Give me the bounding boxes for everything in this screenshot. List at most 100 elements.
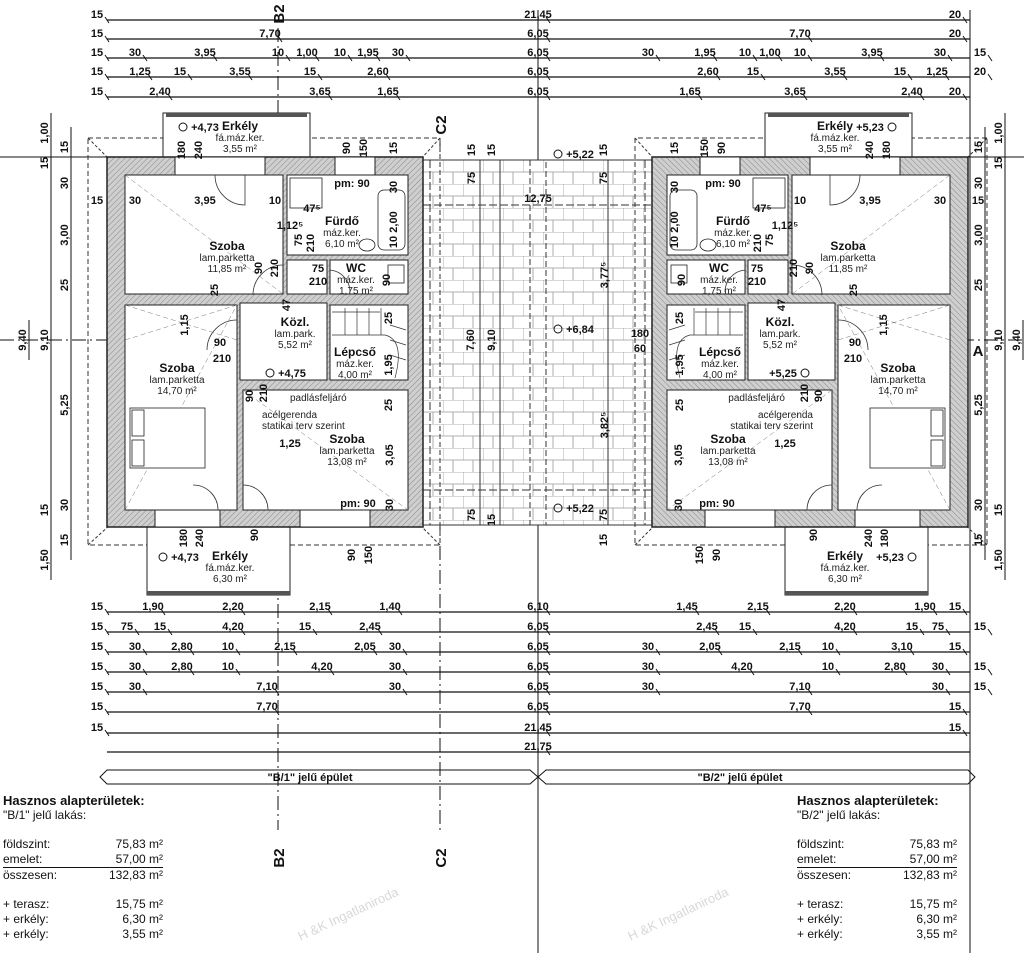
bottom-dim-label: 7,70	[256, 701, 277, 713]
area-row: földszint:75,83 m²	[797, 837, 957, 852]
right-middle-dim-label: 1,50	[993, 549, 1005, 570]
inner-dim-label: 25	[848, 284, 860, 296]
area-label: + erkély:	[797, 927, 843, 941]
plan-note: statikai terv szerint	[262, 421, 345, 432]
section-mark-c2-top: C2	[433, 115, 450, 134]
bottom-dim-label: 10	[222, 641, 234, 653]
right-inner-dim-label: 25	[973, 279, 985, 291]
inner-dim-label: 180	[879, 529, 891, 547]
top-dim-tick	[545, 73, 551, 81]
top-dim-label: 30	[129, 47, 141, 59]
inner-dim-label: 210	[213, 353, 231, 365]
area-row: + erkély:6,30 m²	[3, 912, 163, 927]
room-finish: lam.parketta	[199, 253, 254, 264]
inner-dim-label: 90	[346, 549, 358, 561]
inner-dim-label: 180	[881, 141, 893, 159]
inner-dim-label: 210	[309, 276, 327, 288]
inner-dim-label: 150	[358, 139, 370, 157]
top-dim-label: 15	[91, 66, 103, 78]
building-band-b1	[99, 769, 539, 785]
center-dim-label: 60	[634, 343, 646, 355]
right-outer-dim-label: 9,40	[1011, 329, 1023, 350]
inner-dim-label: 90	[341, 142, 353, 154]
top-dim-label: 20	[949, 86, 961, 98]
bottom-dim-label: 4,20	[311, 661, 332, 673]
bottom-dim-label: 7,10	[789, 681, 810, 693]
inner-dim-label: 240	[193, 141, 205, 159]
top-dim-label: 20	[949, 9, 961, 21]
building-label-b2: "B/2" jelű épület	[697, 772, 782, 784]
section-mark-b2-top: B2	[271, 4, 288, 23]
center-dim-label: 3,82⁵	[599, 412, 611, 439]
section-mark-c2-bottom: C2	[433, 848, 450, 867]
area-label: összesen:	[3, 868, 58, 882]
bottom-dim-tick	[655, 688, 661, 696]
inner-dim-label: 90	[249, 529, 261, 541]
inner-dim-label: 30	[388, 181, 400, 193]
room-area: 13,08 m²	[327, 457, 367, 468]
inner-dim-label: 210	[269, 259, 281, 277]
bottom-dim-label: 15	[91, 601, 103, 613]
top-dim-tick	[987, 73, 993, 81]
bottom-dim-label: 2,80	[171, 641, 192, 653]
top-dim-tick	[962, 35, 968, 43]
plan-note: pm: 90	[340, 498, 375, 510]
top-dim-tick	[545, 16, 551, 24]
top-dim-tick	[187, 73, 193, 81]
top-dim-label: 15	[974, 47, 986, 59]
top-dim-tick	[760, 73, 766, 81]
level-label: +5,23	[856, 122, 884, 134]
bottom-dim-label: 3,10	[891, 641, 912, 653]
inner-dim-label: 210	[844, 353, 862, 365]
inner-dim-label: 90	[253, 262, 265, 274]
bottom-dim-label: 4,20	[222, 621, 243, 633]
inner-dim-label: 30	[673, 499, 685, 511]
bottom-dim-label: 2,15	[779, 641, 800, 653]
room-name: WC	[346, 261, 366, 275]
top-dim-label: 2,40	[901, 86, 922, 98]
section-mark-b2-bottom: B2	[271, 848, 288, 867]
left-inner-dim-label: 15	[59, 534, 71, 546]
inner-dim-label: 30	[129, 195, 141, 207]
bottom-dim-tick	[752, 628, 758, 636]
bottom-dim-tick	[377, 628, 383, 636]
inner-dim-label: 210	[748, 276, 766, 288]
inner-dim-label: 10	[388, 236, 400, 248]
bottom-dim-label: 15	[949, 601, 961, 613]
area-table-title: Hasznos alapterületek:	[3, 793, 145, 808]
bottom-dim-tick	[962, 648, 968, 656]
bottom-dim-tick	[962, 708, 968, 716]
level-marker-icon	[265, 368, 275, 378]
level-marker-icon	[158, 552, 168, 562]
inner-dim-label: 10	[269, 195, 281, 207]
level-marker-icon	[553, 324, 563, 334]
center-dim-label: 12,75	[524, 193, 552, 205]
room-finish: lam.parketta	[870, 375, 925, 386]
area-value: 75,83 m²	[909, 837, 957, 851]
top-dim-tick	[104, 73, 110, 81]
inner-dim-label: 240	[864, 141, 876, 159]
inner-dim-label: 210	[305, 234, 317, 252]
room-area: 1,75 m²	[702, 286, 737, 297]
left-inner-dim-label: 25	[59, 279, 71, 291]
inner-dim-label: 1,95	[674, 354, 686, 375]
bottom-dim-tick	[987, 628, 993, 636]
room-name: WC	[709, 261, 729, 275]
left-middle-dim-label: 15	[39, 504, 51, 516]
inner-dim-label: 75	[751, 263, 763, 275]
bottom-dim-tick	[749, 668, 755, 676]
bottom-dim-label: 7,10	[256, 681, 277, 693]
top-dim-tick	[842, 73, 848, 81]
right-inner-dim-label: 30	[973, 499, 985, 511]
room-finish: fá.máz.ker.	[811, 133, 860, 144]
area-row: + erkély:3,55 m²	[3, 927, 163, 942]
center-dim-label: 15	[466, 144, 478, 156]
level-marker-icon	[178, 122, 188, 132]
room-area: 6,10 m²	[716, 239, 751, 250]
room-name: Szoba	[710, 432, 746, 446]
bottom-dim-tick	[134, 628, 140, 636]
bottom-dim-tick	[835, 668, 841, 676]
